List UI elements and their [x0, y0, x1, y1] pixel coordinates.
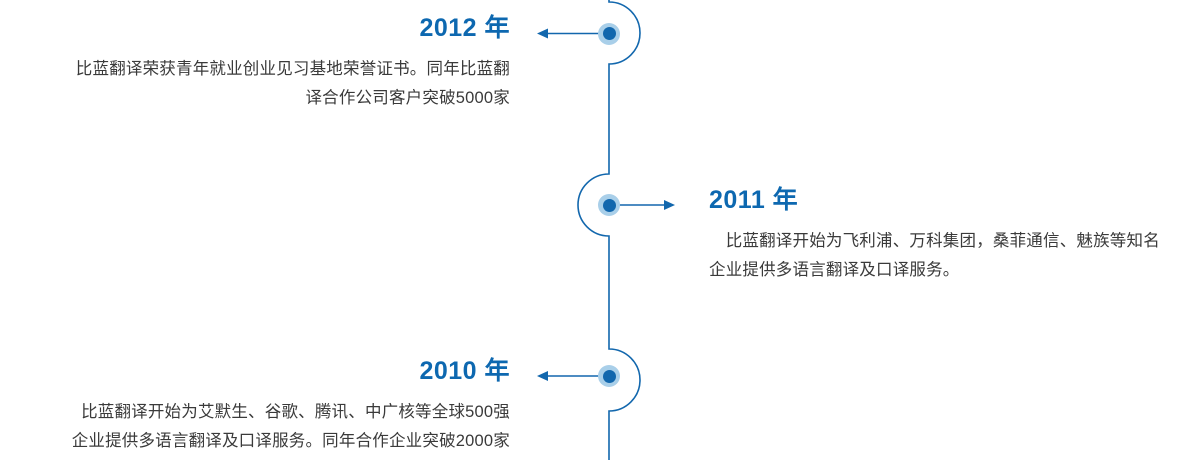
timeline-entry-2011: 2011 年 比蓝翻译开始为飞利浦、万科集团，桑菲通信、魅族等知名 企业提供多语… [709, 188, 1189, 285]
connector-2010 [537, 371, 600, 381]
entry-description-line: 企业提供多语言翻译及口译服务。同年合作企业突破2000家 [71, 431, 510, 450]
timeline-node-2010[interactable] [598, 365, 620, 387]
entry-description-line: 译合作公司客户突破5000家 [305, 88, 510, 107]
timeline-node-2012[interactable] [598, 22, 620, 45]
timeline-node-2011[interactable] [598, 194, 620, 216]
entry-description-line: 比蓝翻译开始为艾默生、谷歌、腾讯、中广核等全球500强 [81, 403, 510, 421]
timeline-entry-2010: 2010 年 比蓝翻译开始为艾默生、谷歌、腾讯、中广核等全球500强 企业提供多… [20, 359, 510, 456]
entry-description-line: 比蓝翻译荣获青年就业创业见习基地荣誉证书。同年比蓝翻 [75, 60, 510, 78]
entry-description-line: 比蓝翻译开始为飞利浦、万科集团，桑菲通信、魅族等知名 [709, 232, 1160, 250]
year-label-2011: 2011 年 [709, 186, 799, 214]
entry-description-2012: 比蓝翻译荣获青年就业创业见习基地荣誉证书。同年比蓝翻 译合作公司客户突破5000… [20, 55, 510, 113]
connector-2011 [618, 200, 675, 210]
year-label-2012: 2012 年 [419, 14, 510, 42]
connector-2012 [537, 28, 600, 39]
timeline-entry-2012: 2012 年 比蓝翻译荣获青年就业创业见习基地荣誉证书。同年比蓝翻 译合作公司客… [20, 16, 510, 113]
entry-description-2010: 比蓝翻译开始为艾默生、谷歌、腾讯、中广核等全球500强 企业提供多语言翻译及口译… [20, 398, 510, 456]
entry-description-2011: 比蓝翻译开始为飞利浦、万科集团，桑菲通信、魅族等知名 企业提供多语言翻译及口译服… [709, 227, 1189, 285]
entry-description-line: 企业提供多语言翻译及口译服务。 [709, 260, 960, 279]
year-label-2010: 2010 年 [419, 357, 510, 385]
spine-path [577, 0, 641, 460]
